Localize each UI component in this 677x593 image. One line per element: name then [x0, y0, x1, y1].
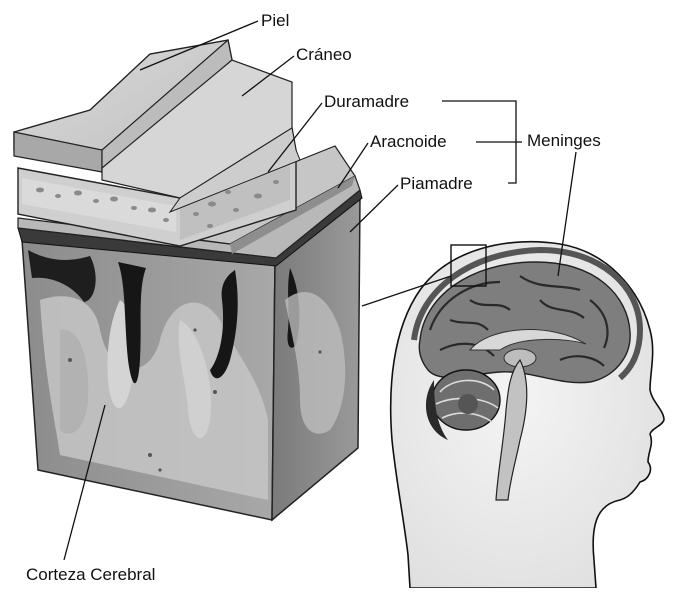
- label-aracnoide: Aracnoide: [370, 133, 447, 150]
- label-corteza-cerebral: Corteza Cerebral: [26, 566, 155, 583]
- head-profile: [391, 242, 664, 588]
- label-meninges: Meninges: [527, 132, 601, 149]
- label-piel: Piel: [261, 12, 289, 29]
- cerebellum: [432, 370, 500, 430]
- label-craneo: Cráneo: [296, 46, 352, 63]
- label-duramadre: Duramadre: [324, 93, 409, 110]
- label-piamadre: Piamadre: [400, 175, 473, 192]
